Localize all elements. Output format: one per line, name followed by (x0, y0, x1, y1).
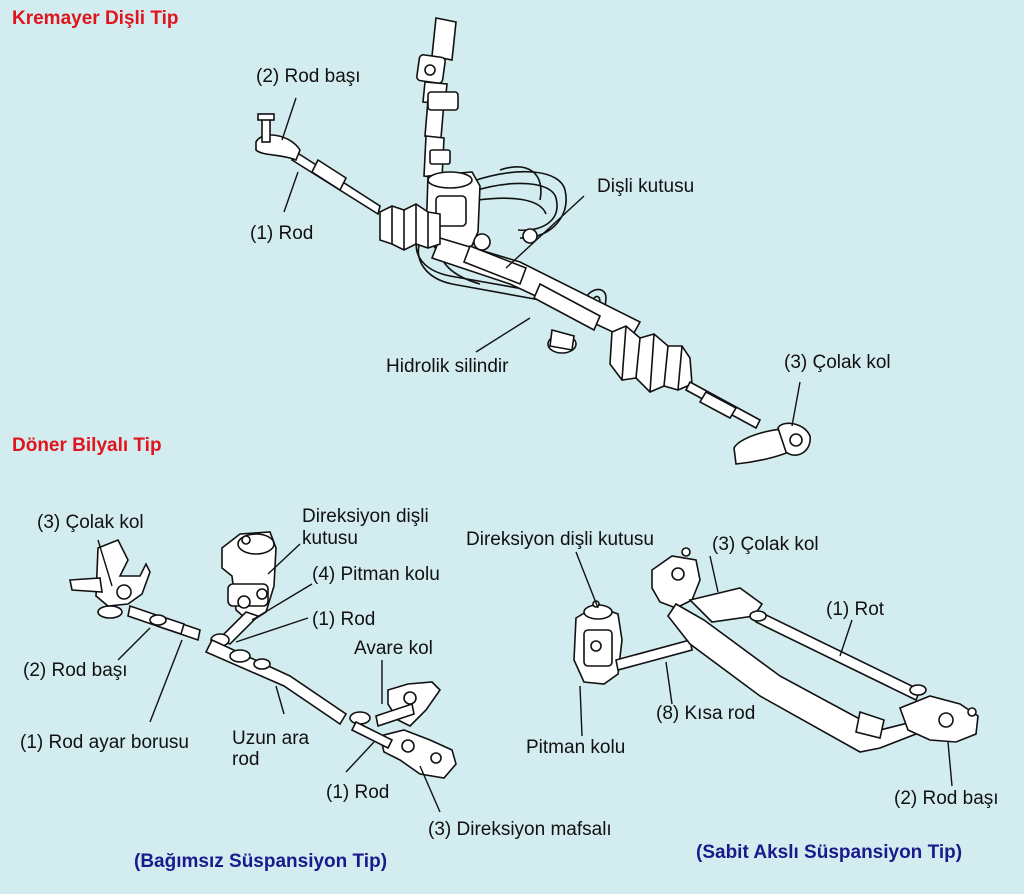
ball-section-title: Döner Bilyalı Tip (12, 435, 162, 456)
ind-steering-gear-box (221, 531, 277, 623)
rigid-tie-rod (749, 610, 922, 702)
rigid-right-knuckle (898, 684, 979, 743)
ind-label-tie-rod-end: (2) Rod başı (23, 660, 128, 681)
rack-label-tie-rod-end: (2) Rod başı (256, 66, 361, 87)
right-tie-rod (684, 380, 811, 465)
rack-label-knuckle-arm: (3) Çolak kol (784, 352, 891, 373)
left-bellows-boot (379, 203, 441, 251)
rigid-label-gear-box: Direksiyon dişli kutusu (466, 529, 654, 550)
independent-suspension-assembly (69, 531, 457, 779)
ind-label-steering-knuckle: (3) Direksiyon mafsalı (428, 819, 612, 840)
rigid-label-drag-link: (8) Kısa rod (656, 703, 756, 724)
rigid-axle-assembly (573, 547, 979, 753)
ind-right-knuckle (349, 711, 457, 779)
ind-label-pitman-arm: (4) Pitman kolu (312, 564, 440, 585)
ind-center-link (204, 638, 348, 726)
rigid-left-knuckle (651, 547, 764, 623)
rigid-steering-gear-box (573, 600, 623, 685)
right-bellows-boot (609, 325, 693, 393)
ind-label-gear-box-line1: Direksiyon dişli (302, 506, 429, 527)
rack-section-title: Kremayer Dişli Tip (12, 8, 179, 29)
ind-label-idler-arm: Avare kol (354, 638, 433, 659)
ind-label-center-link-line1: Uzun ara (232, 728, 310, 749)
caption-independent-suspension: (Bağımsız Süspansiyon Tip) (134, 851, 388, 872)
rigid-axle-beam (667, 602, 917, 753)
leader-lines (97, 97, 953, 813)
ind-label-center-link-line2: rod (232, 749, 260, 770)
ind-pitman-arm (210, 611, 260, 647)
rigid-label-tie-rod-end: (2) Rod başı (894, 788, 999, 809)
rack-pinion-assembly (255, 17, 811, 465)
ind-label-rod-lower: (1) Rod (326, 782, 390, 803)
rigid-label-knuckle-arm: (3) Çolak kol (712, 534, 819, 555)
ind-label-rod-adjust-tube: (1) Rod ayar borusu (20, 732, 189, 753)
rack-label-hydraulic-cylinder: Hidrolik silindir (386, 356, 509, 377)
ind-tie-rod-left (127, 604, 201, 642)
rack-label-rod: (1) Rod (250, 223, 314, 244)
rigid-label-pitman-arm: Pitman kolu (526, 737, 626, 758)
ind-label-gear-box-line2: kutusu (302, 528, 358, 549)
ind-left-knuckle (69, 538, 151, 619)
rigid-label-rod: (1) Rot (826, 599, 885, 620)
left-tie-rod (255, 113, 381, 216)
rack-label-gear-box: Dişli kutusu (597, 176, 695, 197)
ind-idler-arm (375, 681, 442, 728)
rack-tube (430, 237, 642, 354)
caption-rigid-axle-suspension: (Sabit Akslı Süspansiyon Tip) (696, 842, 963, 863)
steering-column-shaft (416, 17, 459, 179)
rigid-drag-link (615, 639, 693, 671)
ind-label-knuckle-arm: (3) Çolak kol (37, 512, 144, 533)
ind-label-rod-upper: (1) Rod (312, 609, 376, 630)
